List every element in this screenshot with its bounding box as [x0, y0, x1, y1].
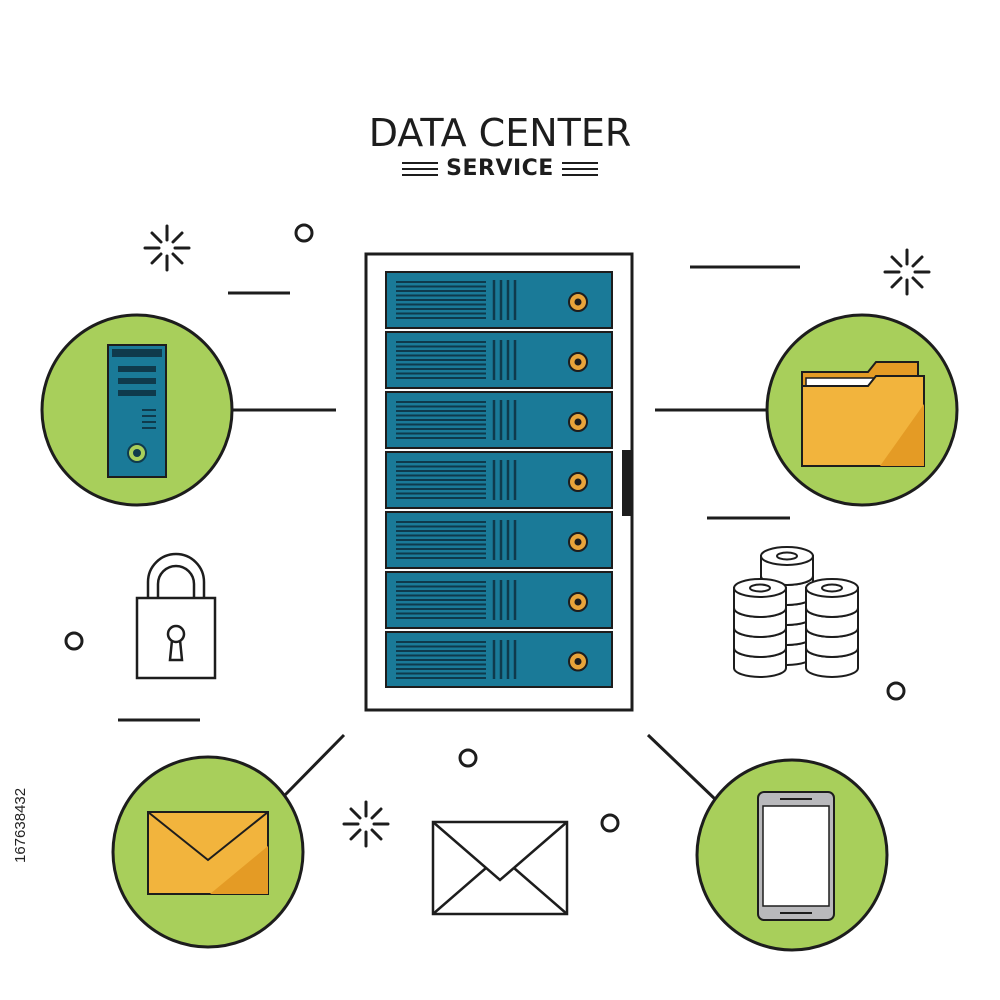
database-disk: [760, 546, 814, 586]
server-unit: [385, 571, 613, 629]
ring-icon: [294, 223, 314, 243]
server-unit: [385, 271, 613, 329]
sparkle-icon: [883, 248, 931, 296]
ring-icon: [600, 813, 620, 833]
smartphone-icon: [757, 791, 835, 921]
connector-lines: [118, 265, 800, 802]
left-bars-decoration: [402, 161, 439, 176]
ring-icon: [458, 748, 478, 768]
ring-icon: [64, 631, 84, 651]
database-disk: [733, 578, 787, 618]
envelope-badge: [111, 755, 305, 949]
sparkle-icon: [342, 800, 390, 848]
connector-bottom-left: [283, 733, 346, 797]
side-id-text: 167638432: [12, 787, 29, 863]
subtitle-row: SERVICE: [360, 156, 640, 181]
database-stack-icon: [733, 546, 859, 678]
server-unit: [385, 511, 613, 569]
right-bars-decoration: [561, 161, 598, 176]
sparkle-icon: [143, 224, 191, 272]
ring-decorations: [64, 223, 906, 833]
server-unit: [385, 631, 613, 688]
connector-bottom-right: [646, 733, 718, 802]
page-subtitle: SERVICE: [446, 156, 554, 181]
tower-pc-icon: [107, 344, 167, 478]
envelope-icon: [147, 811, 269, 895]
sparkle-decorations: [143, 224, 931, 848]
server-unit: [385, 391, 613, 449]
server-unit: [385, 331, 613, 389]
smartphone-badge: [695, 758, 889, 952]
ring-icon: [886, 681, 906, 701]
padlock-icon: [135, 552, 217, 680]
folder-badge: [765, 313, 959, 507]
server-rack-icon: [364, 252, 634, 712]
tower-pc-badge: [40, 313, 234, 507]
envelope-outline-icon: [431, 820, 569, 916]
folder-icon: [801, 361, 925, 467]
database-disk: [805, 578, 859, 618]
page-title: DATA CENTER: [368, 111, 632, 155]
title-block: DATA CENTER SERVICE: [360, 112, 640, 181]
server-unit: [385, 451, 613, 509]
